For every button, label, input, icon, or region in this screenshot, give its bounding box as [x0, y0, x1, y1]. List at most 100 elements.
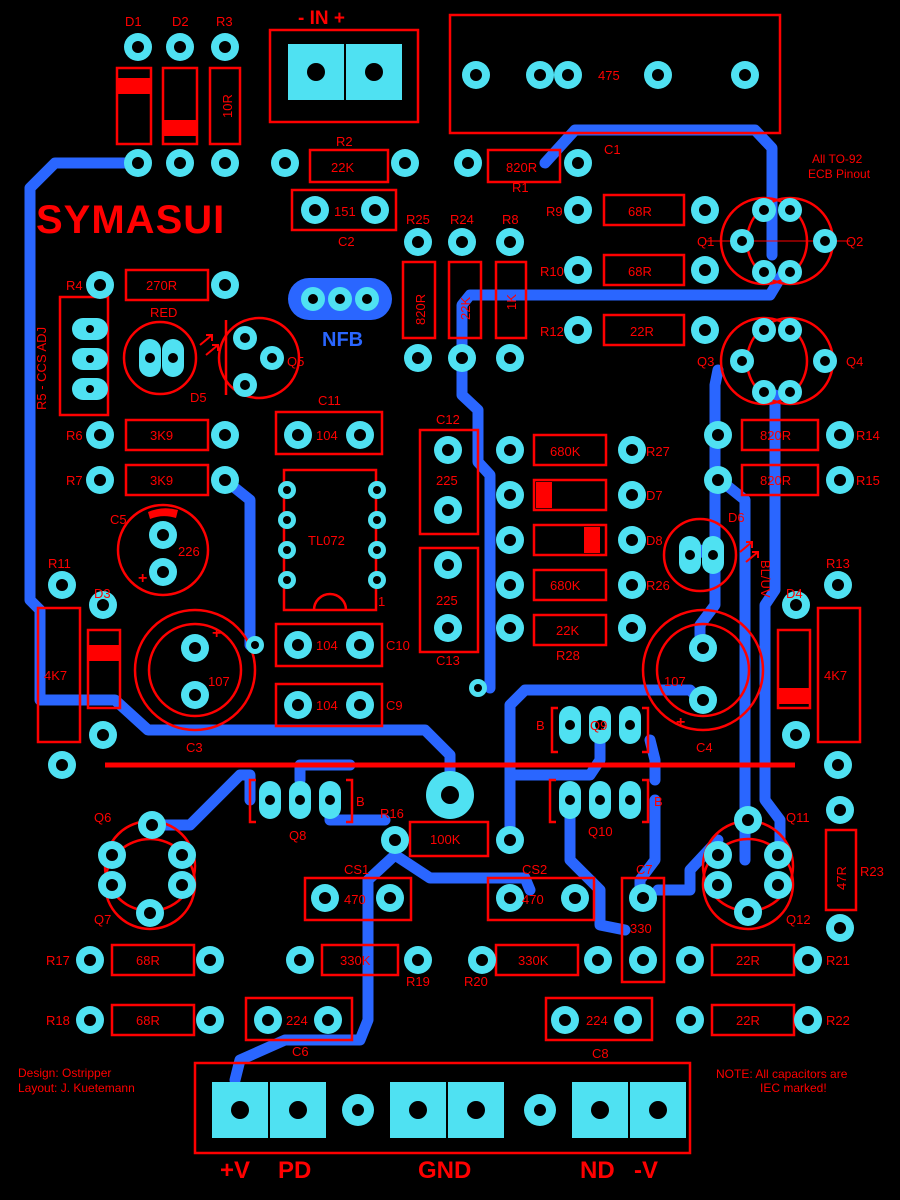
caps-note-2: IEC marked! — [760, 1081, 827, 1095]
c4-outline — [641, 608, 765, 732]
q10-bracket — [548, 778, 650, 824]
value-c12: 225 — [436, 473, 458, 488]
d8-body — [532, 523, 608, 557]
label-r15: R15 — [856, 473, 880, 488]
trace-c1-q1 — [539, 124, 778, 261]
r28-body — [532, 613, 608, 647]
label-pin1: 1 — [378, 594, 385, 609]
value-r19: 330K — [340, 953, 371, 968]
label-r19: R19 — [406, 974, 430, 989]
trace-q9-right — [644, 734, 661, 786]
value-r6: 3K9 — [150, 428, 173, 443]
r10-body — [602, 253, 686, 287]
label-r11: R11 — [48, 556, 71, 571]
label-q12: Q12 — [786, 912, 811, 927]
cs2-body — [486, 876, 596, 922]
value-r20: 330K — [518, 953, 549, 968]
q8-bracket — [248, 778, 354, 824]
label-r20: R20 — [464, 974, 488, 989]
c11-body — [274, 410, 384, 456]
r8-body — [494, 260, 528, 340]
r17-body — [110, 943, 196, 977]
c3-outline — [133, 608, 257, 732]
value-r15: 820R — [760, 473, 791, 488]
red-led-outline — [122, 320, 198, 396]
label-q8: Q8 — [289, 828, 306, 843]
value-r26: 680K — [550, 578, 581, 593]
value-r23: 47R — [834, 866, 849, 890]
value-c13: 225 — [436, 593, 458, 608]
trace-nfb-bus — [456, 264, 791, 694]
r18-body — [110, 1003, 196, 1037]
label-r14: R14 — [856, 428, 880, 443]
d2-body — [161, 66, 199, 146]
label-r9: R9 — [546, 204, 563, 219]
label-c7: C7 — [636, 862, 653, 877]
label-q10: Q10 — [588, 824, 613, 839]
value-r10: 68R — [628, 264, 652, 279]
r1-body — [486, 148, 562, 184]
label-c2: C2 — [338, 234, 355, 249]
r25-body — [401, 260, 437, 340]
label-d3: D3 — [94, 586, 111, 601]
q5-outline — [217, 316, 301, 400]
value-r22: 22R — [736, 1013, 760, 1028]
value-r1: 820R — [506, 160, 537, 175]
value-cs1: 470 — [344, 892, 366, 907]
value-r18: 68R — [136, 1013, 160, 1028]
out-gnd: GND — [418, 1157, 471, 1184]
polarity-marks: + + + — [138, 570, 685, 731]
trace-q3-c4 — [694, 364, 724, 656]
value-r8: 1K — [504, 294, 519, 310]
svg-text:+: + — [212, 625, 221, 642]
value-r21: 22R — [736, 953, 760, 968]
r24-body — [447, 260, 483, 340]
label-r13: R13 — [826, 556, 850, 571]
value-r9: 68R — [628, 204, 652, 219]
label-cs1: CS1 — [344, 862, 369, 877]
label-d1: D1 — [125, 14, 142, 29]
trace-right-rail — [759, 389, 786, 861]
label-cs2: CS2 — [522, 862, 547, 877]
label-r16: R16 — [380, 806, 404, 821]
label-q2: Q2 — [846, 234, 863, 249]
label-d6: D6 — [728, 510, 745, 525]
c6-body — [244, 996, 354, 1042]
label-q5: Q5 — [287, 354, 304, 369]
label-c6: C6 — [292, 1044, 309, 1059]
board-title: SYMASUI — [36, 198, 225, 242]
q9-bracket — [550, 706, 650, 754]
input-terminal — [288, 44, 402, 100]
value-c7: 330 — [630, 921, 652, 936]
label-b-q10: B — [654, 794, 663, 809]
label-q4: Q4 — [846, 354, 863, 369]
label-b-q8: B — [356, 794, 365, 809]
out-vminus: -V — [634, 1157, 658, 1184]
value-r14: 820R — [760, 428, 791, 443]
input-label: - IN + — [298, 8, 345, 29]
tl072-notch — [312, 592, 348, 611]
trace-q9-q10 — [504, 734, 606, 781]
value-r13: 4K7 — [824, 668, 847, 683]
label-r22: R22 — [826, 1013, 850, 1028]
d1-body — [115, 66, 153, 146]
label-r1: R1 — [512, 180, 529, 195]
c9-body — [274, 682, 384, 728]
value-r12: 22R — [630, 324, 654, 339]
value-c2: 151 — [334, 204, 356, 219]
c12-body — [418, 428, 480, 536]
caps-note-1: NOTE: All capacitors are — [716, 1067, 848, 1081]
d6-led-outline — [662, 517, 738, 593]
label-q9: Q9 — [590, 718, 607, 733]
r11-body — [36, 606, 82, 744]
value-c11: 104 — [316, 428, 338, 443]
value-cs2: 470 — [522, 892, 544, 907]
label-red: RED — [150, 305, 177, 320]
r26-body — [532, 568, 608, 602]
label-r4: R4 — [66, 278, 83, 293]
label-r12: R12 — [540, 324, 564, 339]
out-pd: PD — [278, 1157, 311, 1184]
value-r4: 270R — [146, 278, 177, 293]
c10-body — [274, 622, 384, 668]
